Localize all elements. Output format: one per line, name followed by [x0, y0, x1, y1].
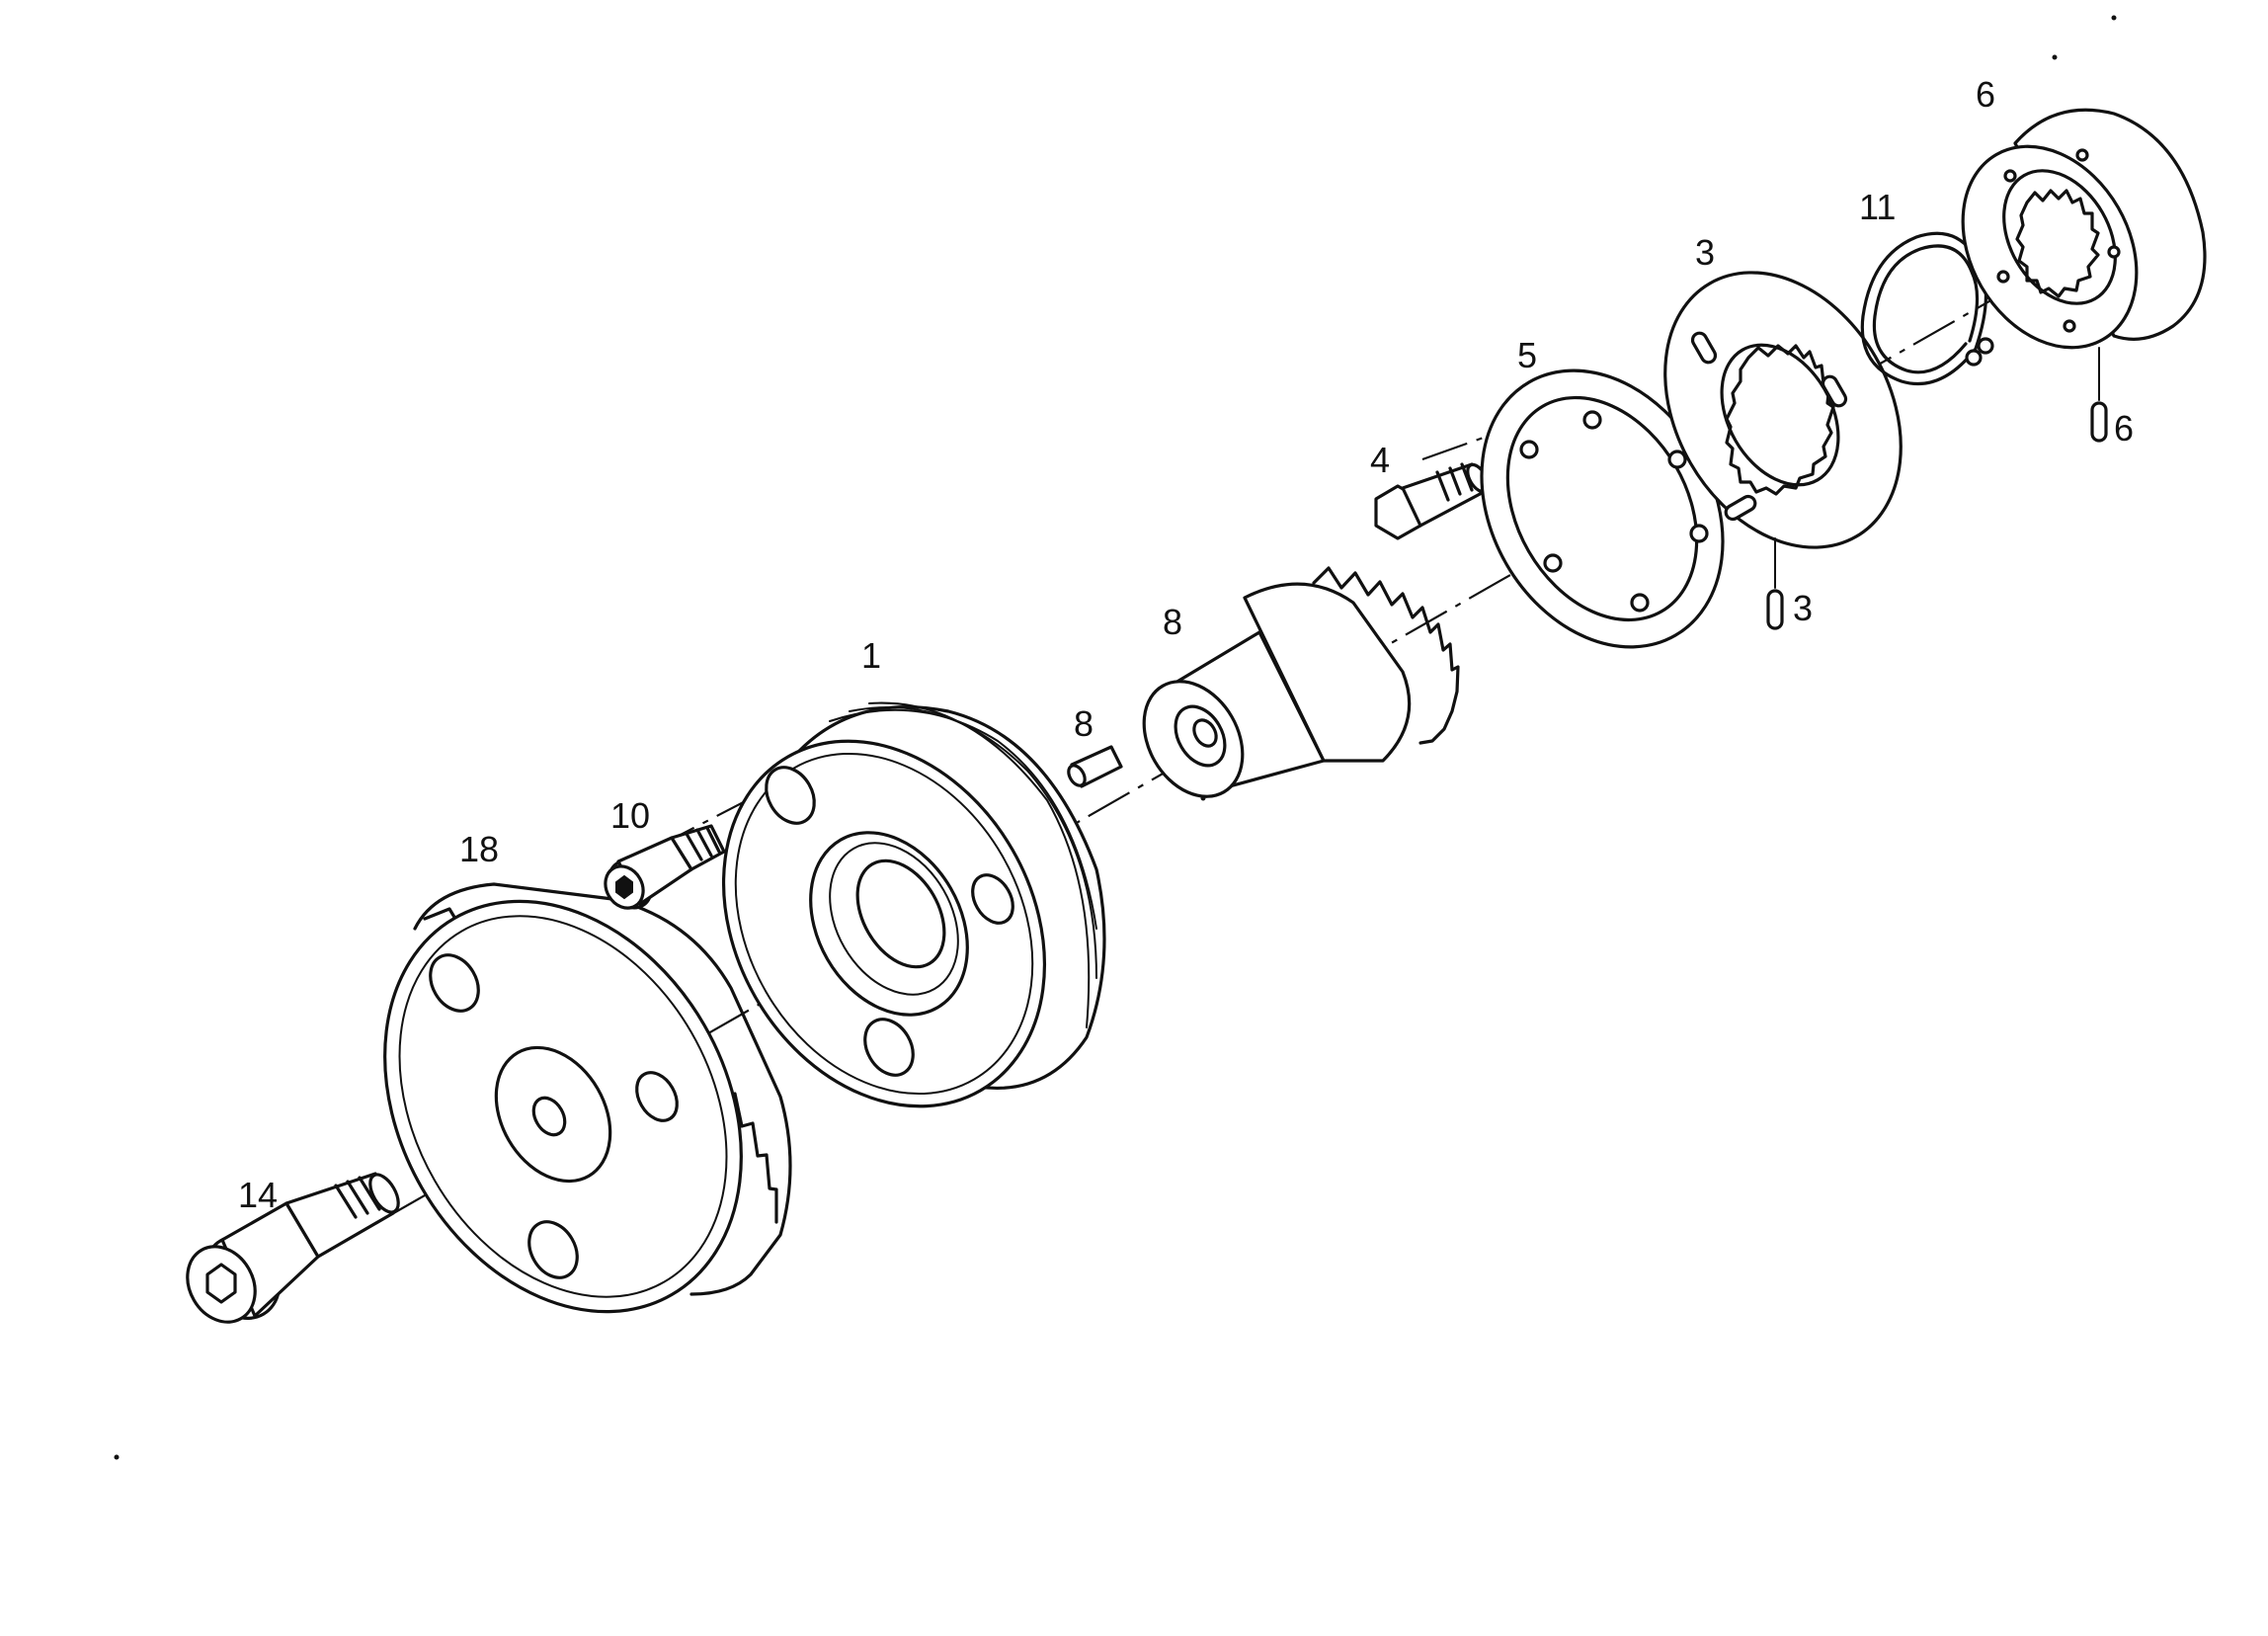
- speck: [2111, 15, 2117, 21]
- part-11-circlip[interactable]: [1860, 231, 1994, 386]
- callout-6-ring: 6: [1976, 74, 1995, 115]
- part-18-spur-gear[interactable]: [313, 837, 813, 1376]
- speck: [2052, 54, 2058, 60]
- part-1-clutch-drum[interactable]: [660, 683, 1109, 1165]
- part-4-hex-bolt[interactable]: [1374, 461, 1492, 540]
- part-10-cap-screw[interactable]: [598, 824, 726, 916]
- callout-6-pin: 6: [2114, 408, 2134, 449]
- part-8-gear-hub[interactable]: [1124, 566, 1460, 814]
- screw-axis: [1421, 433, 1493, 461]
- callout-10: 10: [610, 795, 650, 836]
- speck: [114, 1454, 120, 1460]
- callout-1: 1: [861, 635, 881, 676]
- part-14-cap-screw[interactable]: [174, 1170, 404, 1334]
- part-3-splined-plate[interactable]: [1617, 230, 1948, 590]
- part-6-outer-ring[interactable]: [1928, 108, 2207, 378]
- part-3-pin[interactable]: [1766, 537, 1784, 630]
- callout-18: 18: [459, 829, 499, 869]
- callout-3-pin: 3: [1793, 588, 1813, 628]
- callout-4: 4: [1370, 440, 1390, 480]
- part-6-pin[interactable]: [2090, 347, 2108, 443]
- callout-8-gear: 8: [1163, 602, 1182, 642]
- callout-14: 14: [238, 1175, 278, 1215]
- callout-5: 5: [1517, 335, 1537, 375]
- part-5-ring-plate[interactable]: [1433, 327, 1771, 691]
- part-8-dowel-pin[interactable]: [1065, 745, 1123, 788]
- callout-3-plate: 3: [1695, 232, 1715, 273]
- callout-11: 11: [1859, 187, 1896, 227]
- speck: [1200, 795, 1206, 801]
- callout-8-pin: 8: [1074, 703, 1094, 744]
